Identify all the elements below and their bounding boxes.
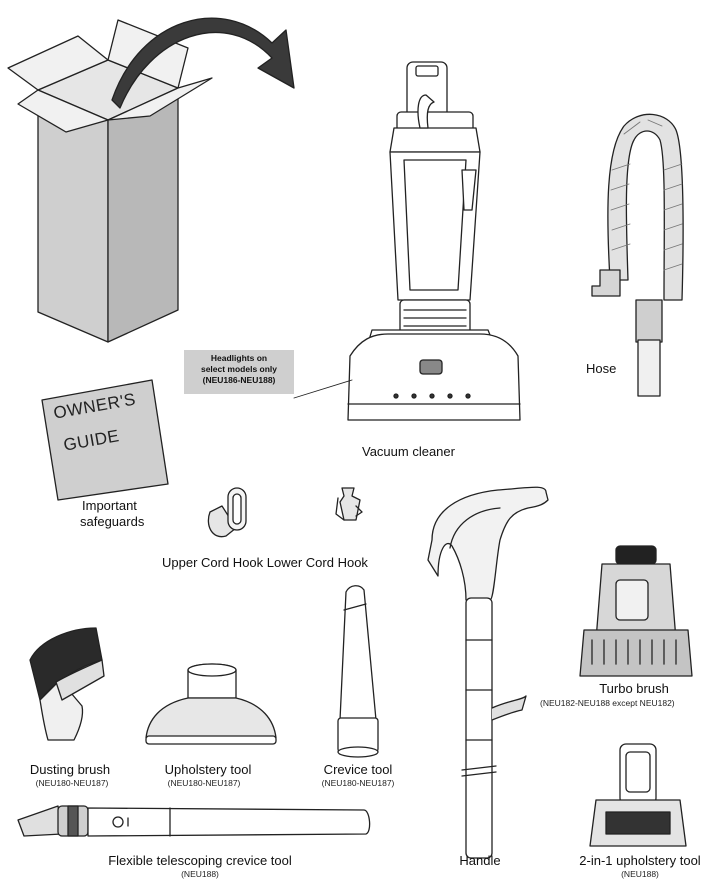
two-in-one-tool-illustration [589, 743, 687, 847]
label-cord-hooks: Upper Cord Hook Lower Cord Hook [162, 555, 368, 570]
hose-illustration [591, 113, 684, 397]
label-upholstery-tool: Upholstery tool [164, 762, 252, 777]
label-handle: Handle [459, 853, 501, 868]
label-crevice-tool-models: (NEU180-NEU187) [321, 778, 395, 788]
label-upholstery-tool-models: (NEU180-NEU187) [167, 778, 241, 788]
handle-illustration [427, 486, 549, 859]
label-two-in-one-tool: 2-in-1 upholstery tool [579, 853, 701, 868]
headlights-callout: Headlights on select models only (NEU186… [184, 350, 294, 394]
label-dusting-brush: Dusting brush [29, 762, 111, 777]
upholstery-tool-illustration [145, 663, 277, 745]
dusting-brush-illustration [29, 627, 105, 741]
callout-line-2: select models only [200, 364, 278, 374]
label-flex-crevice-tool: Flexible telescoping crevice tool [108, 853, 292, 868]
lower-cord-hook-illustration [335, 487, 363, 521]
label-hose: Hose [586, 361, 617, 376]
box-illustration [7, 19, 213, 343]
label-dusting-brush-models: (NEU180-NEU187) [35, 778, 109, 788]
callout-line-3: (NEU186-NEU188) [202, 375, 276, 385]
turbo-brush-illustration [579, 545, 693, 677]
upper-cord-hook-illustration [207, 487, 247, 538]
label-safeguards: safeguards [80, 514, 145, 529]
label-vacuum-cleaner: Vacuum cleaner [362, 444, 455, 459]
label-crevice-tool: Crevice tool [323, 762, 393, 777]
crevice-tool-illustration [337, 585, 379, 758]
flexible-crevice-tool-illustration [17, 805, 371, 837]
arrow-icon [111, 17, 295, 109]
vacuum-cleaner-illustration [347, 61, 521, 421]
label-important: Important [82, 498, 137, 513]
label-flex-crevice-tool-models: (NEU188) [181, 869, 219, 879]
callout-line-1: Headlights on [210, 353, 268, 363]
label-two-in-one-tool-models: (NEU188) [621, 869, 659, 879]
label-turbo-brush-models: (NEU182-NEU188 except NEU182) [540, 698, 675, 708]
owners-guide-illustration [41, 379, 169, 501]
label-turbo-brush: Turbo brush [599, 681, 669, 696]
